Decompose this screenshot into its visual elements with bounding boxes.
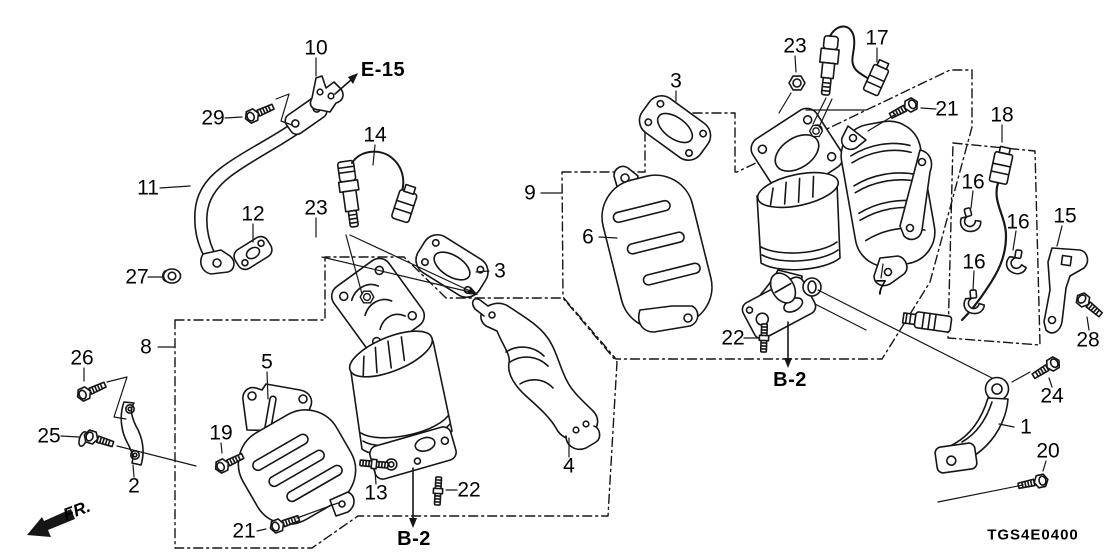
part-callout-11: 11 <box>137 176 159 200</box>
pipe-end-bracket <box>200 249 235 275</box>
part-callout-19: 19 <box>209 421 233 445</box>
part-callout-9: 9 <box>524 181 536 205</box>
front-upper-shield-4 <box>472 297 601 451</box>
pivot-bracket-2 <box>120 401 144 466</box>
secondary-o2-sensor-17 <box>818 25 890 97</box>
part-callout-21-front: 21 <box>232 519 256 543</box>
part-callout-22-front: 22 <box>457 478 481 502</box>
ref-label-b2-rear: B-2 <box>773 369 807 391</box>
front-converter-assembly <box>330 257 457 507</box>
part-callout-22-rear: 22 <box>721 326 745 350</box>
harness-connector <box>988 145 1014 185</box>
part-callout-25: 25 <box>37 424 61 448</box>
sensor-17-connector <box>862 58 890 97</box>
sensor-14-connector <box>391 183 418 224</box>
fr-direction-arrow <box>27 509 75 537</box>
part-callout-16-upper: 16 <box>961 170 985 194</box>
part-callout-18: 18 <box>990 103 1014 127</box>
part-callout-7: 7 <box>875 276 887 300</box>
part-callout-23-rear: 23 <box>783 34 807 58</box>
part-callout-2: 2 <box>128 474 140 498</box>
front-group-boundary <box>174 256 618 549</box>
part-callout-26: 26 <box>70 346 94 370</box>
install-arrow-head <box>467 287 478 295</box>
b2-front-arrow-head <box>409 518 417 528</box>
part-callout-14: 14 <box>363 123 387 147</box>
rear-heat-shield-7 <box>840 120 936 287</box>
pipe-11 <box>194 119 298 257</box>
part-callout-8: 8 <box>140 335 152 359</box>
part-callout-13: 13 <box>364 481 388 505</box>
primary-o2-sensor-14 <box>336 150 418 228</box>
callout-leader-lines <box>60 47 1090 532</box>
figure-code: TGS4E0400 <box>987 526 1079 544</box>
part-callout-16-middle: 16 <box>1006 210 1030 234</box>
sensor-17-cable <box>829 25 870 80</box>
part-callout-23-front: 23 <box>304 196 328 220</box>
ref-label-e15: E-15 <box>360 59 406 81</box>
reference-arrows <box>27 73 792 537</box>
rear-converter-assembly <box>741 107 993 379</box>
part-callout-10: 10 <box>304 36 328 60</box>
b2-rear-arrow-head <box>784 358 792 368</box>
part-callout-27: 27 <box>125 265 149 289</box>
part-callout-29: 29 <box>201 106 225 130</box>
part-callout-16-lower: 16 <box>962 250 986 274</box>
stay-bracket-15 <box>1043 247 1089 334</box>
part-callout-3-rear: 3 <box>670 69 682 93</box>
joint-stay-10 <box>309 75 344 113</box>
part-callout-4: 4 <box>563 454 575 478</box>
part-callout-21-rear: 21 <box>935 97 959 121</box>
mount-bracket-1 <box>934 376 1010 474</box>
mid-heat-shield-6 <box>601 165 713 333</box>
part-callout-1: 1 <box>1020 415 1032 439</box>
ref-label-b2-front: B-2 <box>397 528 431 550</box>
part-callout-3-front: 3 <box>494 259 506 283</box>
part-callout-20: 20 <box>1036 439 1060 463</box>
part-callout-28: 28 <box>1076 328 1100 352</box>
front-lower-shield-5 <box>237 383 357 525</box>
harness-group-18 <box>901 145 1030 333</box>
part-callout-5: 5 <box>261 350 273 374</box>
egr-pipe-assembly <box>161 75 344 284</box>
harness-o2-sensor <box>901 311 953 333</box>
harness-wire <box>960 181 1008 322</box>
part-callout-24: 24 <box>1040 384 1064 408</box>
gasket-12 <box>233 235 273 271</box>
e15-arrow-head <box>348 73 358 84</box>
part-callout-17: 17 <box>865 26 889 50</box>
part-callout-15: 15 <box>1053 204 1077 228</box>
part-callout-12: 12 <box>241 202 265 226</box>
part-callout-6: 6 <box>582 225 594 249</box>
